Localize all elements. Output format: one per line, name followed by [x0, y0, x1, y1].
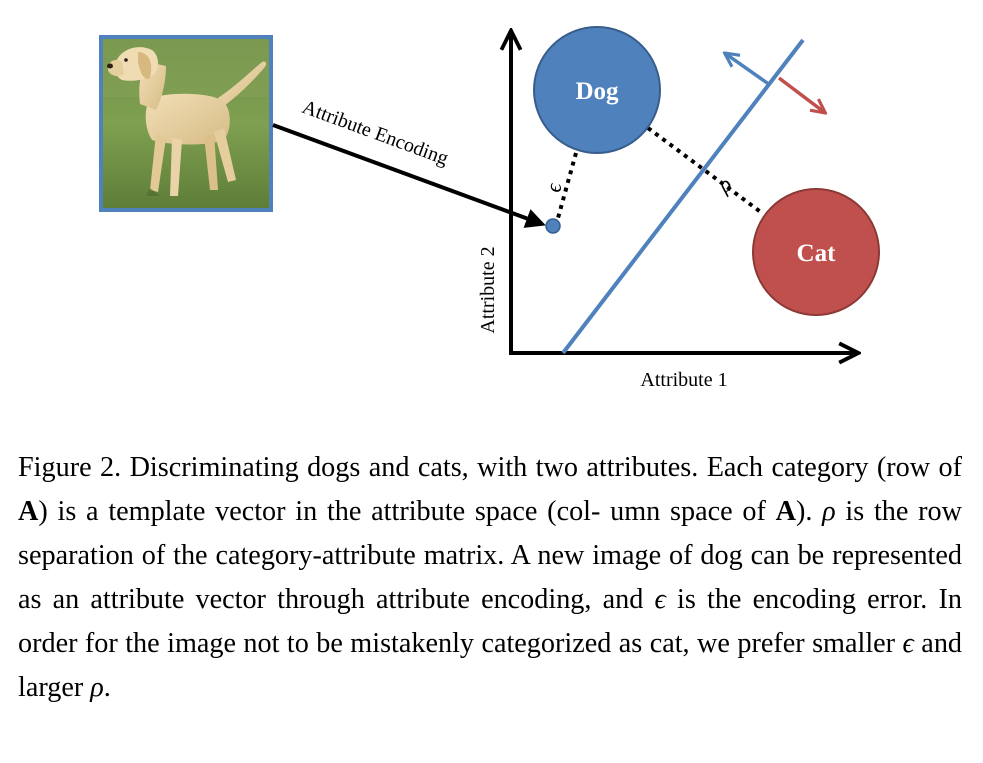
epsilon-label: ϵ	[541, 182, 566, 192]
caption-text-2: ) is a template vector in the attribute …	[38, 496, 776, 527]
caption-epsilon-symbol: ϵ	[902, 628, 914, 659]
caption-figure-label: Figure 2.	[18, 452, 122, 483]
encoding-error-line	[556, 152, 578, 219]
figure-caption: Figure 2. Discriminating dogs and cats, …	[18, 446, 962, 710]
caption-epsilon-symbol: ϵ	[654, 584, 666, 615]
boundary-normal-arrow-dog	[726, 54, 772, 87]
dog-label: Dog	[575, 78, 619, 105]
caption-rho-symbol: ρ	[822, 496, 836, 527]
x-axis-label: Attribute 1	[640, 369, 727, 391]
figure-diagram: Attribute Encoding Attribute 2 Attribute…	[99, 26, 880, 391]
caption-matrix-symbol: A	[18, 496, 39, 527]
boundary-normal-arrow-cat	[777, 76, 824, 112]
y-axis-label: Attribute 2	[477, 246, 499, 333]
attribute-space-diagram: Attribute Encoding Attribute 2 Attribute…	[99, 26, 880, 391]
encoding-arrow-label: Attribute Encoding	[299, 96, 451, 170]
caption-text-1: Discriminating dogs and cats, with two a…	[121, 452, 962, 483]
decision-boundary	[561, 38, 805, 355]
dog-category: Dog	[533, 26, 661, 154]
cat-circle	[752, 188, 880, 316]
encoded-point	[545, 218, 561, 234]
caption-text-3: ).	[795, 496, 823, 527]
caption-text-4: is the row separation of the category-at…	[18, 496, 963, 615]
caption-text-5: is the encoding error. In order for the …	[18, 584, 962, 659]
row-separation-line	[646, 126, 764, 215]
rho-label: ρ	[712, 171, 737, 198]
dog-circle	[533, 26, 661, 154]
caption-text-7: .	[103, 672, 111, 703]
caption-matrix-symbol: A	[775, 496, 796, 527]
caption-text-6: and larger	[18, 628, 963, 703]
caption-rho-symbol: ρ	[90, 672, 104, 703]
cat-label: Cat	[797, 240, 837, 267]
encoding-arrow	[272, 123, 546, 228]
cat-category: Cat	[752, 188, 880, 316]
dog-photo	[99, 35, 273, 212]
